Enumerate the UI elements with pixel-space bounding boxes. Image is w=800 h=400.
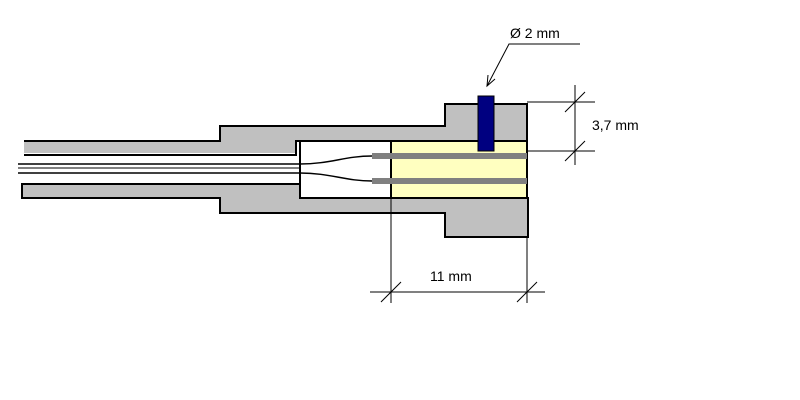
insert-block bbox=[390, 140, 528, 199]
height-tick-bottom bbox=[564, 140, 586, 162]
housing-upper-wall-fill bbox=[24, 103, 528, 153]
diameter-label: Ø 2 mm bbox=[510, 25, 560, 41]
height-label: 3,7 mm bbox=[592, 117, 639, 133]
inner-cavity bbox=[299, 140, 392, 199]
pin bbox=[477, 95, 495, 152]
rod-upper bbox=[372, 153, 527, 159]
lead-wire-lower bbox=[18, 172, 373, 182]
lead-wire-upper bbox=[18, 155, 373, 165]
length-tick-left bbox=[380, 281, 402, 303]
length-label: 11 mm bbox=[430, 268, 472, 284]
housing-upper-outline bbox=[24, 103, 528, 142]
height-tick-top bbox=[564, 91, 586, 113]
diameter-leader-arrowhead bbox=[486, 74, 496, 88]
rod-lower bbox=[372, 178, 527, 184]
diameter-leader-line bbox=[486, 43, 580, 87]
length-tick-right bbox=[516, 281, 538, 303]
